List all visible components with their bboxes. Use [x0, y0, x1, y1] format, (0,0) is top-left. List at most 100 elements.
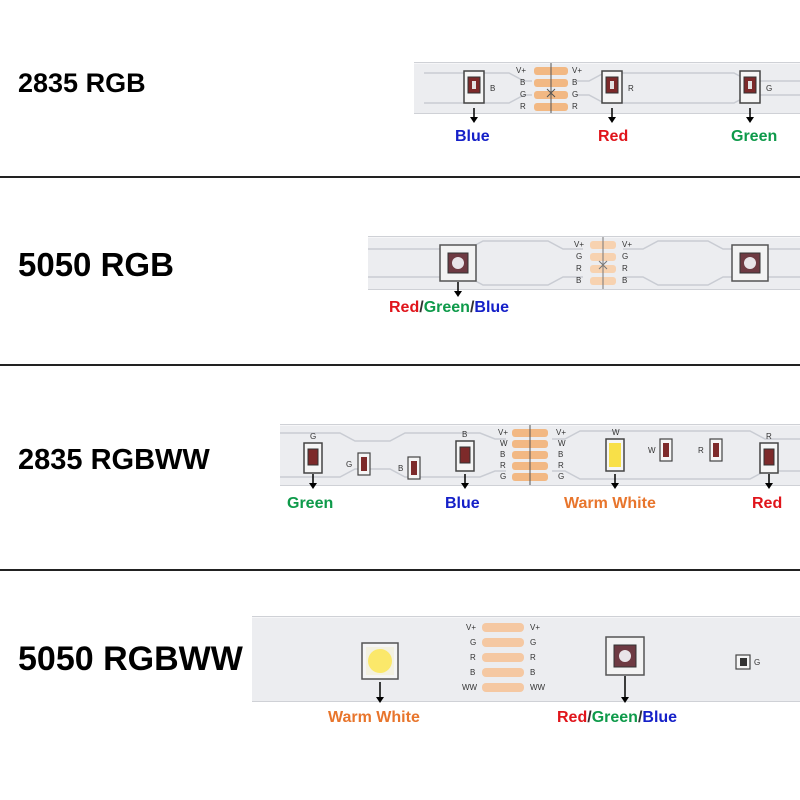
section-divider	[0, 176, 800, 178]
label-blue: Blue	[445, 495, 480, 512]
led-chip-rgb	[605, 636, 645, 676]
arrow-down-icon	[468, 108, 480, 124]
pad-label: B	[622, 276, 627, 285]
chip-letter: G	[310, 432, 316, 441]
label-warm-white: Warm White	[564, 495, 656, 512]
arrow-down-icon	[763, 474, 775, 490]
led-chip-red-small	[709, 438, 723, 462]
label-red-green-blue: Red/Green/Blue	[389, 299, 509, 317]
led-strip-5050-rgb: V+ G R B V+ G R B	[368, 236, 800, 290]
led-chip-green-small	[735, 654, 751, 670]
arrow-down-icon	[452, 282, 464, 298]
label-green: Green	[731, 128, 778, 145]
led-chip-warm-white	[605, 438, 625, 472]
chip-letter: B	[398, 464, 403, 473]
pad-label: B	[576, 276, 581, 285]
pad-label: G	[558, 472, 564, 481]
pad-label: V+	[622, 240, 632, 249]
led-chip-red	[759, 442, 779, 474]
pad-label: V+	[466, 623, 476, 632]
pad-label: B	[558, 450, 563, 459]
chip-letter: G	[346, 460, 352, 469]
arrow-down-icon	[606, 108, 618, 124]
chip-letter: G	[754, 658, 760, 667]
label-slash: /	[587, 709, 592, 726]
led-strip-5050-rgbww: G V+ G R B WW V+ G R B WW	[252, 616, 800, 702]
label-green: Green	[591, 709, 638, 726]
pad-label: W	[558, 439, 566, 448]
label-red-green-blue: Red/Green/Blue	[557, 709, 677, 727]
section-title-2835-rgb: 2835 RGB	[18, 68, 146, 98]
pad-label: B	[572, 78, 577, 87]
label-green: Green	[423, 299, 470, 316]
pad-label: R	[572, 102, 578, 111]
chip-letter: G	[766, 84, 772, 93]
led-chip-blue	[455, 440, 475, 472]
pad-label: G	[470, 638, 476, 647]
arrow-down-icon	[459, 474, 471, 490]
led-chip-warm-white-small	[659, 438, 673, 462]
led-chip-blue	[463, 70, 485, 104]
led-chip-rgb	[731, 244, 769, 282]
pad-label: B	[520, 78, 525, 87]
led-chip-blue-small	[407, 456, 421, 480]
solder-pads	[534, 63, 568, 113]
arrow-down-icon	[609, 474, 621, 490]
pad-label: W	[500, 439, 508, 448]
pad-label: V+	[498, 428, 508, 437]
label-blue: Blue	[455, 128, 490, 145]
pad-label: B	[530, 668, 535, 677]
strip-circuit-2835-rgbww: G G B B W W R R V+ W B R G V+ W B R G	[280, 425, 800, 485]
chip-letter: W	[648, 446, 656, 455]
pad-label: G	[576, 252, 582, 261]
led-chip-green-small	[357, 452, 371, 476]
section-divider	[0, 569, 800, 571]
pad-label: V+	[574, 240, 584, 249]
pad-label: V+	[556, 428, 566, 437]
strip-circuit-2835-rgb: V+ B G R V+ B G R B R G	[424, 63, 800, 113]
pad-label: G	[500, 472, 506, 481]
led-chip-rgb	[439, 244, 477, 282]
pad-label: R	[500, 461, 506, 470]
led-chip-green	[739, 70, 761, 104]
pad-label: V+	[572, 66, 582, 75]
led-chip-green	[303, 442, 323, 474]
section-divider	[0, 364, 800, 366]
led-chip-warm-white	[361, 642, 399, 680]
label-red: Red	[557, 709, 588, 726]
chip-letter: W	[612, 428, 620, 437]
pad-label: G	[622, 252, 628, 261]
pad-label: B	[500, 450, 505, 459]
label-blue: Blue	[474, 299, 510, 316]
arrow-down-icon	[307, 474, 319, 490]
arrow-down-icon	[619, 676, 631, 704]
section-title-2835-rgbww: 2835 RGBWW	[18, 444, 210, 476]
pad-label: WW	[462, 683, 478, 692]
chip-letter: R	[766, 432, 772, 441]
pad-label: R	[576, 264, 582, 273]
solder-pads	[482, 623, 524, 692]
pad-label: G	[572, 90, 578, 99]
label-slash: /	[637, 709, 643, 726]
strip-circuit-5050-rgb: V+ G R B V+ G R B	[368, 237, 800, 289]
chip-letter: R	[628, 84, 634, 93]
pad-label: R	[558, 461, 564, 470]
arrow-down-icon	[744, 108, 756, 124]
pad-label: R	[520, 102, 526, 111]
section-title-5050-rgb: 5050 RGB	[18, 246, 174, 283]
arrow-down-icon	[374, 682, 386, 704]
led-chip-red	[601, 70, 623, 104]
label-red: Red	[598, 128, 629, 145]
pad-label: R	[530, 653, 536, 662]
solder-pads	[590, 237, 616, 289]
label-blue: Blue	[642, 709, 678, 726]
led-strip-2835-rgbww: G G B B W W R R V+ W B R G V+ W B R G	[280, 424, 800, 486]
solder-pads	[512, 425, 548, 485]
section-title-5050-rgbww: 5050 RGBWW	[18, 640, 243, 678]
label-red: Red	[752, 495, 783, 512]
pad-label: G	[530, 638, 536, 647]
label-green: Green	[287, 495, 334, 512]
chip-letter: B	[462, 430, 467, 439]
label-slash: /	[469, 299, 475, 316]
pad-label: WW	[530, 683, 546, 692]
